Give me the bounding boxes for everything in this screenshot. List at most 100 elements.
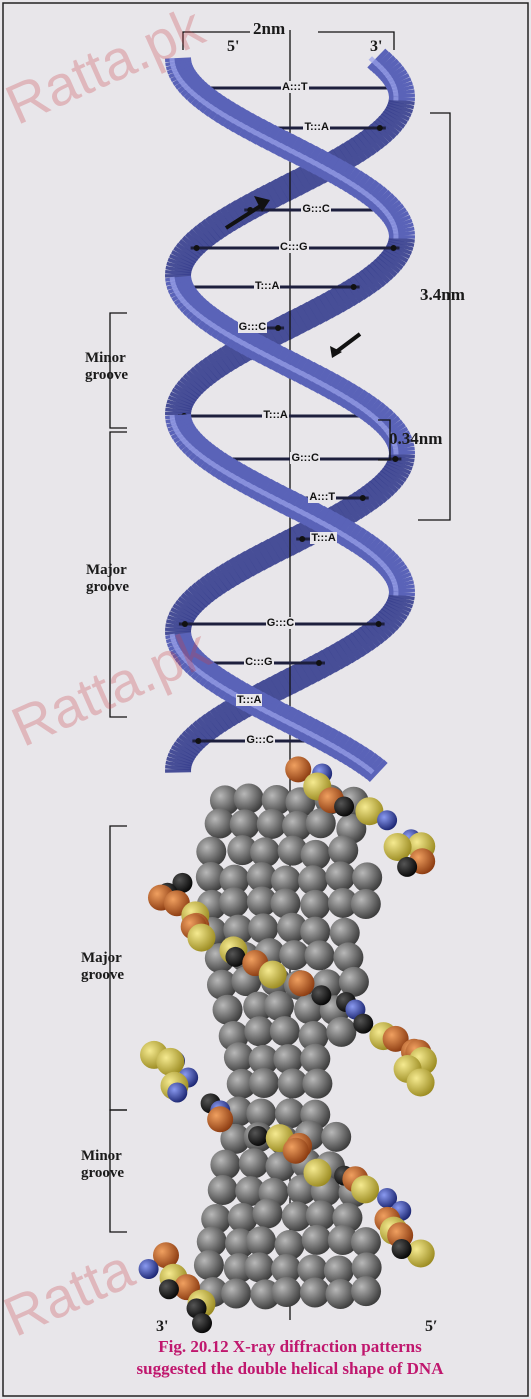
helix-ribbon-segment [288,184,294,188]
ribbon-highlight [376,202,379,206]
ribbon-highlight [328,526,333,530]
helix-ribbon-segment [300,673,306,677]
helix-ribbon-segment [336,298,341,302]
helix-ribbon-segment [179,67,180,71]
helix-ribbon-segment [201,730,205,734]
ribbon-highlight [208,322,212,326]
helix-ribbon-segment [345,154,350,158]
helix-ribbon-segment [224,358,229,362]
helix-ribbon-segment [399,223,400,227]
helix-ribbon-segment [400,460,401,464]
helix-ribbon-segment [275,547,281,551]
strand-top-right-label: 3' [370,38,382,55]
helix-ribbon-segment [390,565,393,569]
helix-ribbon-segment [399,463,400,467]
ribbon-highlight [395,583,396,587]
ribbon-highlight [224,688,229,692]
helix-ribbon-segment [387,562,390,566]
ribbon-highlight [390,574,392,578]
ribbon-highlight [386,73,388,77]
ribbon-highlight [282,502,288,506]
helix-ribbon-segment [379,487,382,491]
ribbon-highlight [347,754,352,758]
ribbon-highlight [304,157,310,161]
strand-top-left-label: 5' [227,38,239,55]
helix-ribbon-segment [391,475,393,479]
helix-ribbon-segment [319,307,325,311]
helix-ribbon-segment [180,286,181,290]
ribbon-highlight [359,406,363,410]
ribbon-highlight [373,199,376,203]
ribbon-highlight [313,379,319,383]
ribbon-highlight [311,517,317,521]
helix-ribbon-segment [282,187,288,191]
backbone-atom [167,1082,187,1102]
base-atom [325,861,355,891]
helix-ribbon-segment [252,559,258,563]
helix-ribbon-segment [190,385,193,389]
ribbon-highlight [217,328,222,332]
ribbon-highlight [242,481,248,485]
ribbon-highlight [337,175,342,179]
helix-ribbon-segment [370,277,374,281]
ribbon-highlight [251,130,257,134]
ribbon-highlight [388,76,390,80]
ribbon-highlight [272,358,278,362]
ribbon-highlight [385,211,387,215]
ribbon-highlight [270,496,276,500]
helix-ribbon-segment [341,295,346,299]
ribbon-highlight [392,82,393,86]
helix-ribbon-segment [213,226,217,230]
helix-ribbon-segment [401,229,402,233]
base-atom [326,1017,356,1047]
helix-ribbon-segment [399,580,400,584]
helix-ribbon-segment [381,268,384,272]
rung-end-dot [377,125,383,131]
helix-ribbon-segment [232,214,237,218]
ribbon-highlight [381,562,384,566]
base-atom [301,840,331,870]
ribbon-highlight [254,349,260,353]
ribbon-highlight [383,70,386,74]
ribbon-highlight [190,91,193,95]
ribbon-highlight [216,466,221,470]
ribbon-highlight [364,409,368,413]
base-atom [270,1016,300,1046]
ribbon-highlight [362,547,366,551]
backbone-atom [351,1175,379,1203]
ribbon-highlight [284,364,290,368]
base-atom [264,991,294,1021]
ribbon-highlight [181,298,183,302]
ribbon-highlight [356,760,360,764]
base-pair-label: T:::A [310,532,336,544]
helix-ribbon-segment [225,574,230,578]
base-pair-label: G:::C [290,452,320,464]
ribbon-highlight [326,742,331,746]
base-atom [213,995,243,1025]
helix-ribbon-segment [181,259,183,263]
ribbon-highlight [375,418,378,422]
ribbon-highlight [213,325,218,329]
helix-ribbon-segment [189,742,192,746]
groove-label-line: groove [81,967,124,984]
ribbon-highlight [335,391,340,395]
helix-ribbon-segment [368,634,372,638]
helix-ribbon-segment [395,253,397,257]
helix-ribbon-segment [390,616,393,620]
ribbon-highlight [199,454,203,458]
ribbon-highlight [354,541,359,545]
ribbon-highlight [337,748,342,752]
base-atom [246,1226,276,1256]
helix-ribbon-segment [340,652,345,656]
helix-ribbon-segment [398,577,399,581]
caption-line-1: Fig. 20.12 X-ray diffraction patterns [80,1336,500,1358]
helix-ribbon-segment [396,574,398,578]
helix-ribbon-segment [294,181,300,185]
width-bracket [183,32,394,50]
ribbon-highlight [198,97,202,101]
ribbon-highlight [204,319,208,323]
helix-ribbon-segment [178,763,179,767]
ribbon-highlight [232,337,237,341]
ribbon-highlight [226,472,231,476]
ribbon-highlight [349,538,354,542]
